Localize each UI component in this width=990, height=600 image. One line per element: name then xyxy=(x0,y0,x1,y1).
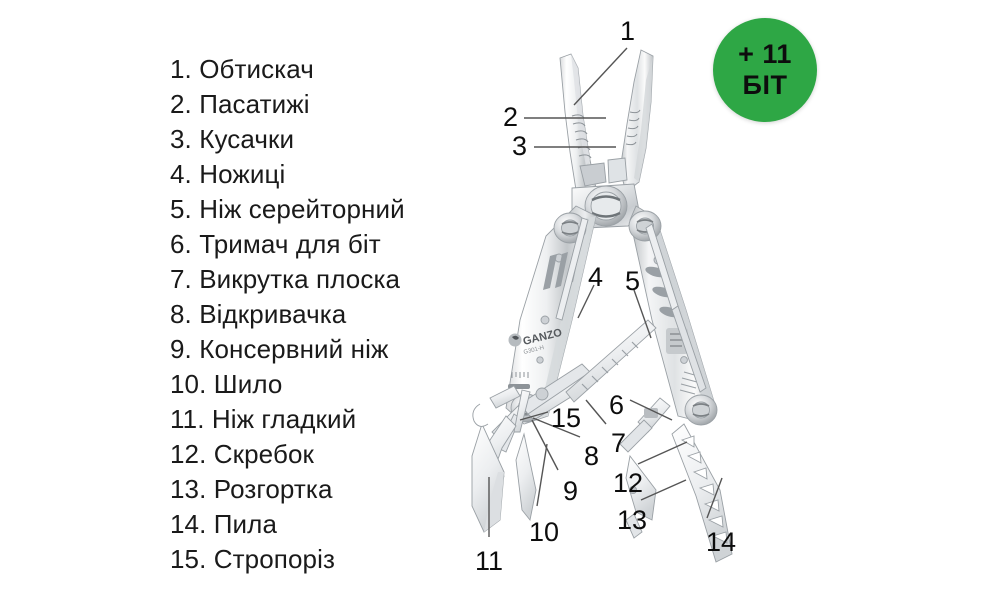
list-item: 7. Викрутка плоска xyxy=(170,264,401,294)
callout-6: 6 xyxy=(609,390,625,420)
callout-3: 3 xyxy=(512,131,528,161)
callout-10: 10 xyxy=(529,517,560,547)
feature-list: 1. Обтискач 2. Пасатижі 3. Кусачки 4. Но… xyxy=(170,52,470,577)
list-item: 6. Тримач для біт xyxy=(170,229,381,259)
list-item: 15. Стропоріз xyxy=(170,544,335,574)
list-item: 1. Обтискач xyxy=(170,54,314,84)
callout-15: 15 xyxy=(551,403,582,433)
list-item: 5. Ніж серейторний xyxy=(170,194,405,224)
list-item: 3. Кусачки xyxy=(170,124,295,154)
callout-9: 9 xyxy=(563,476,579,506)
list-item: 8. Відкривачка xyxy=(170,299,347,329)
callout-14: 14 xyxy=(706,527,737,557)
model-label: G301-H xyxy=(523,345,545,356)
callout-1: 1 xyxy=(620,16,636,46)
callout-13: 13 xyxy=(617,505,648,535)
list-item: 4. Ножиці xyxy=(170,159,286,189)
callout-8: 8 xyxy=(584,441,600,471)
callout-2: 2 xyxy=(503,102,519,132)
list-item: 11. Ніж гладкий xyxy=(170,404,357,434)
list-item: 2. Пасатижі xyxy=(170,89,310,119)
badge-line-2: БІТ xyxy=(742,70,788,100)
callout-7: 7 xyxy=(611,428,627,458)
callout-12: 12 xyxy=(613,468,644,498)
list-item: 12. Скребок xyxy=(170,439,314,469)
list-item: 13. Розгортка xyxy=(170,474,333,504)
list-item: 10. Шило xyxy=(170,369,283,399)
bits-count-badge: + 11 БІТ xyxy=(713,18,817,122)
callout-5: 5 xyxy=(625,266,641,296)
list-item: 9. Консервний ніж xyxy=(170,334,389,364)
list-item: 14. Пила xyxy=(170,509,278,539)
badge-line-1: + 11 xyxy=(738,39,792,69)
callout-4: 4 xyxy=(588,262,604,292)
callout-11: 11 xyxy=(475,546,504,576)
